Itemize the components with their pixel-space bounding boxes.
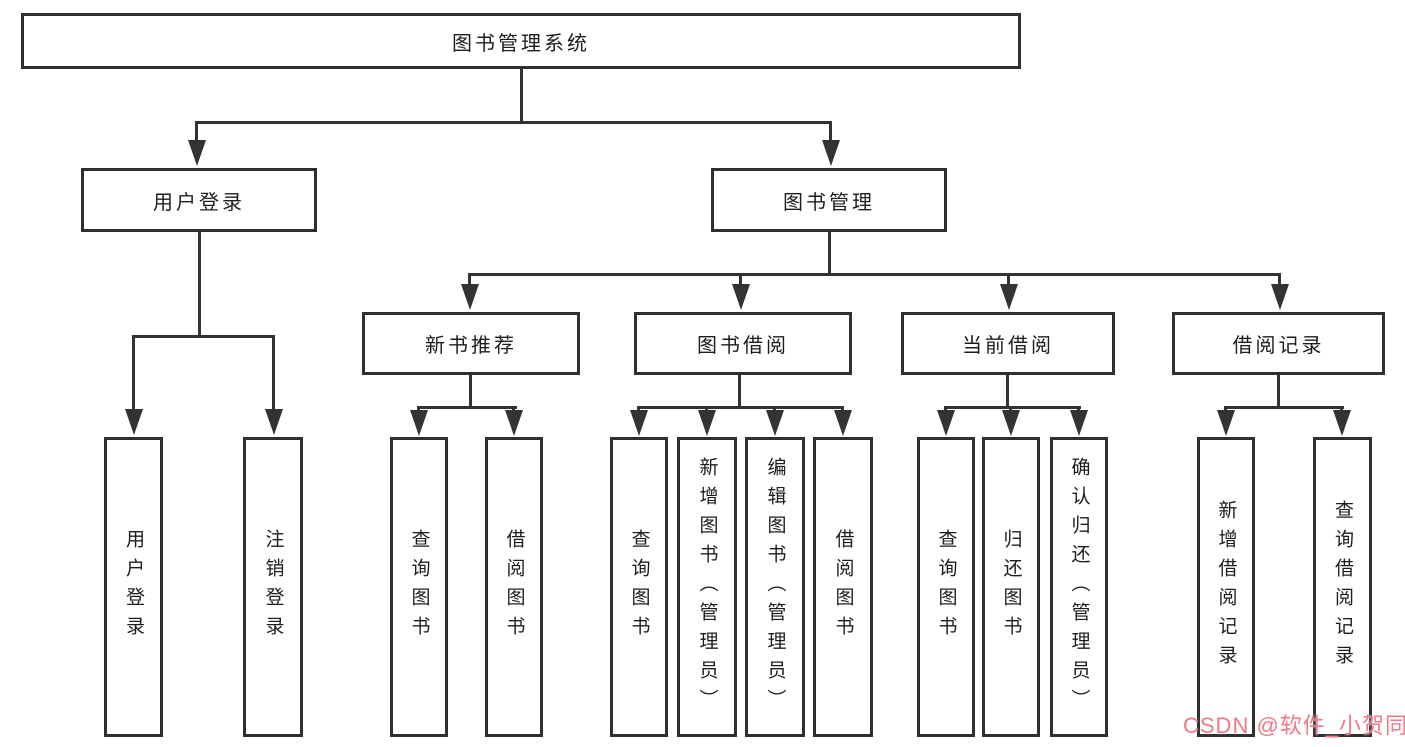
connector-segment xyxy=(132,335,275,338)
connector-segment xyxy=(1278,273,1281,287)
leaf-logout: 注销登录 xyxy=(243,437,303,737)
arrowhead-icon xyxy=(766,410,784,436)
arrowhead-icon xyxy=(732,284,750,310)
leaf-edit-book-admin: 编辑图书（管理员） xyxy=(745,437,805,737)
connector-segment xyxy=(468,273,1281,276)
node-label: 用户登录 xyxy=(153,191,245,214)
connector-segment xyxy=(468,273,471,287)
arrowhead-icon xyxy=(410,410,428,436)
connector-segment xyxy=(1340,406,1343,413)
connector-segment xyxy=(1006,375,1009,409)
node-label: 图书管理 xyxy=(783,191,875,214)
leaf-query-books-borrow: 查询图书 xyxy=(610,437,668,737)
node-label: 借阅图书 xyxy=(503,529,525,645)
leaf-borrow-books: 借阅图书 xyxy=(813,437,873,737)
connector-segment xyxy=(944,406,947,413)
arrowhead-icon xyxy=(822,140,840,166)
arrowhead-icon xyxy=(188,140,206,166)
arrowhead-icon xyxy=(125,409,143,435)
connector-segment xyxy=(417,406,420,413)
node-label: 查询图书 xyxy=(628,529,650,645)
connector-segment xyxy=(272,335,275,411)
arrowhead-icon xyxy=(505,410,523,436)
node-label: 新增图书（管理员） xyxy=(696,456,718,718)
leaf-query-books-current: 查询图书 xyxy=(917,437,975,737)
leaf-user-login: 用户登录 xyxy=(104,437,163,737)
node-label: 借阅记录 xyxy=(1232,335,1325,357)
arrowhead-icon xyxy=(1217,410,1235,436)
connector-segment xyxy=(195,121,832,124)
connector-segment xyxy=(132,335,135,411)
arrowhead-icon xyxy=(1000,284,1018,310)
arrowhead-icon xyxy=(1271,284,1289,310)
node-label: 用户登录 xyxy=(123,529,144,645)
node-user-login: 用户登录 xyxy=(81,168,317,232)
leaf-return-books: 归还图书 xyxy=(982,437,1040,737)
connector-segment xyxy=(1224,406,1344,409)
arrowhead-icon xyxy=(1002,410,1020,436)
leaf-query-borrow-record: 查询借阅记录 xyxy=(1313,437,1372,737)
node-label: 借阅图书 xyxy=(832,529,854,645)
node-label: 新书推荐 xyxy=(425,335,517,357)
node-label: 归还图书 xyxy=(1000,529,1022,645)
arrowhead-icon xyxy=(698,410,716,436)
connector-segment xyxy=(417,406,517,409)
connector-segment xyxy=(1007,273,1010,287)
node-borrow-records: 借阅记录 xyxy=(1172,312,1385,375)
arrowhead-icon xyxy=(1333,410,1351,436)
node-library-system: 图书管理系统 xyxy=(21,13,1021,69)
connector-segment xyxy=(738,375,741,409)
leaf-add-borrow-record: 新增借阅记录 xyxy=(1197,437,1255,737)
arrowhead-icon xyxy=(461,284,479,310)
node-label: 查询借阅记录 xyxy=(1332,500,1353,674)
connector-segment xyxy=(1224,406,1227,413)
arrowhead-icon xyxy=(265,409,283,435)
leaf-query-books-recommend: 查询图书 xyxy=(390,437,448,737)
node-book-borrow: 图书借阅 xyxy=(634,312,852,375)
arrowhead-icon xyxy=(937,410,955,436)
leaf-borrow-books-recommend: 借阅图书 xyxy=(485,437,543,737)
connector-segment xyxy=(1009,406,1012,413)
arrowhead-icon xyxy=(1070,410,1088,436)
node-label: 查询图书 xyxy=(408,529,430,645)
node-current-borrow: 当前借阅 xyxy=(901,312,1115,375)
connector-segment xyxy=(705,406,708,413)
connector-segment xyxy=(637,406,640,413)
connector-segment xyxy=(828,232,831,276)
node-label: 确认归还（管理员） xyxy=(1068,456,1090,718)
arrowhead-icon xyxy=(834,410,852,436)
node-label: 编辑图书（管理员） xyxy=(764,456,786,718)
connector-segment xyxy=(841,406,844,413)
connector-segment xyxy=(198,232,201,335)
node-label: 查询图书 xyxy=(935,529,957,645)
leaf-confirm-return-admin: 确认归还（管理员） xyxy=(1050,437,1108,737)
connector-segment xyxy=(520,69,523,122)
arrowhead-icon xyxy=(630,410,648,436)
connector-segment xyxy=(637,406,844,409)
node-label: 注销登录 xyxy=(262,529,284,645)
connector-segment xyxy=(469,375,472,409)
node-label: 当前借阅 xyxy=(962,335,1054,357)
leaf-add-book-admin: 新增图书（管理员） xyxy=(677,437,737,737)
connector-segment xyxy=(829,121,832,142)
node-label: 新增借阅记录 xyxy=(1215,500,1237,674)
csdn-watermark: CSDN @软件_小贺同学 xyxy=(1183,713,1405,738)
connector-segment xyxy=(739,273,742,287)
node-label: 图书管理系统 xyxy=(452,32,590,55)
connector-segment xyxy=(1077,406,1080,413)
node-new-book-recommend: 新书推荐 xyxy=(362,312,580,375)
connector-segment xyxy=(1277,375,1280,409)
connector-segment xyxy=(195,121,198,142)
connector-segment xyxy=(512,406,515,413)
node-book-management: 图书管理 xyxy=(711,168,947,232)
connector-segment xyxy=(944,406,1081,409)
node-label: 图书借阅 xyxy=(697,335,789,357)
connector-segment xyxy=(773,406,776,413)
